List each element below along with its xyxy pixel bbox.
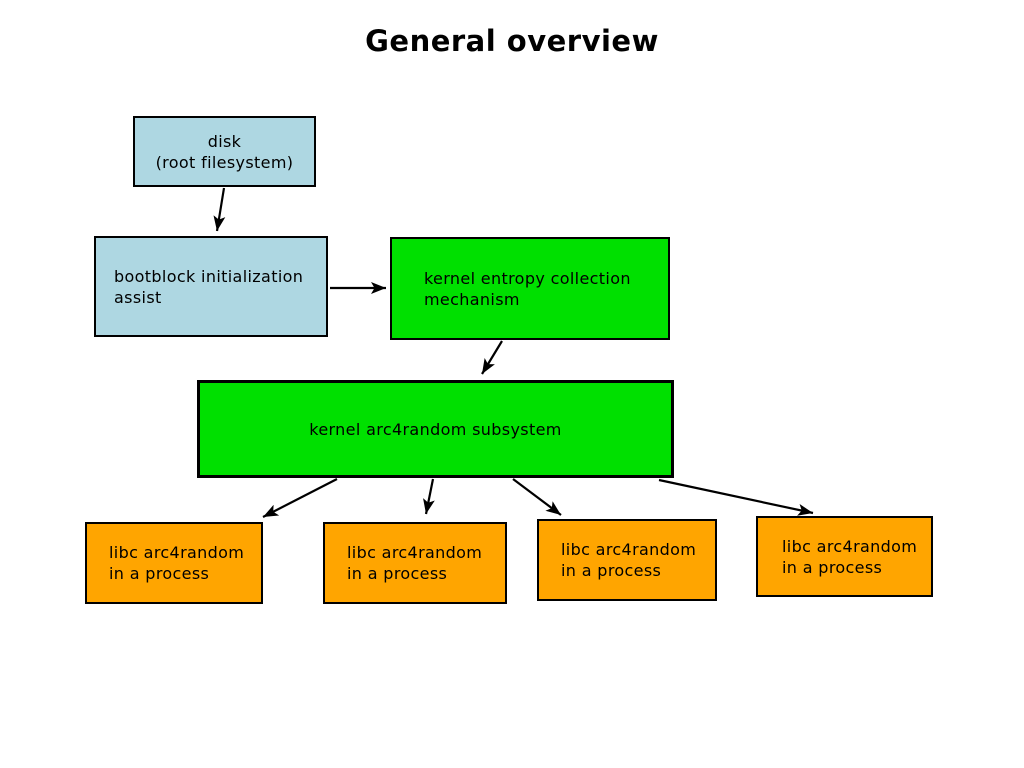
node-libc-arc4random-1: libc arc4random in a process <box>85 522 263 604</box>
node-libc-3-label-line1: libc arc4random <box>561 540 697 559</box>
node-libc-arc4random-3: libc arc4random in a process <box>537 519 717 601</box>
page-title: General overview <box>365 24 659 58</box>
edge-subsystem-to-libc-4-arrow <box>658 478 814 516</box>
node-libc-4-label-line2: in a process <box>782 557 883 577</box>
node-bootblock-initialization-assist: bootblock initialization assist <box>94 236 328 337</box>
node-libc-arc4random-2: libc arc4random in a process <box>323 522 507 604</box>
node-subsystem-label: kernel arc4random subsystem <box>309 419 562 439</box>
node-kernel-entropy-collection: kernel entropy collection mechanism <box>390 237 670 340</box>
node-disk-label-line1: disk <box>207 131 242 151</box>
node-libc-2-label-line2: in a process <box>347 564 448 583</box>
edge-entropy-to-subsystem-arrow <box>481 340 503 375</box>
edge-subsystem-to-libc-1-arrow <box>262 478 338 518</box>
node-entropy-label-line1: kernel entropy collection <box>424 268 631 288</box>
node-libc-4-label-line1: libc arc4random <box>782 536 918 556</box>
node-entropy-label-line2: mechanism <box>424 289 520 309</box>
node-disk: disk (root filesystem) <box>133 116 316 187</box>
edge-subsystem-to-libc-3-arrow <box>512 478 562 516</box>
node-disk-label-line2: (root filesystem) <box>155 152 294 172</box>
node-libc-arc4random-4: libc arc4random in a process <box>756 516 933 597</box>
node-libc-3-label-line2: in a process <box>561 561 662 580</box>
node-libc-1-label-line1: libc arc4random <box>109 543 245 562</box>
node-libc-2-label-line1: libc arc4random <box>347 543 483 562</box>
node-kernel-arc4random-subsystem: kernel arc4random subsystem <box>197 380 674 478</box>
edge-disk-to-bootblock-arrow <box>213 187 226 232</box>
node-bootblock-label-line2: assist <box>114 287 162 307</box>
node-libc-1-label-line2: in a process <box>109 564 210 583</box>
node-bootblock-label-line1: bootblock initialization <box>114 266 304 286</box>
edge-subsystem-to-libc-2-arrow <box>423 478 435 515</box>
